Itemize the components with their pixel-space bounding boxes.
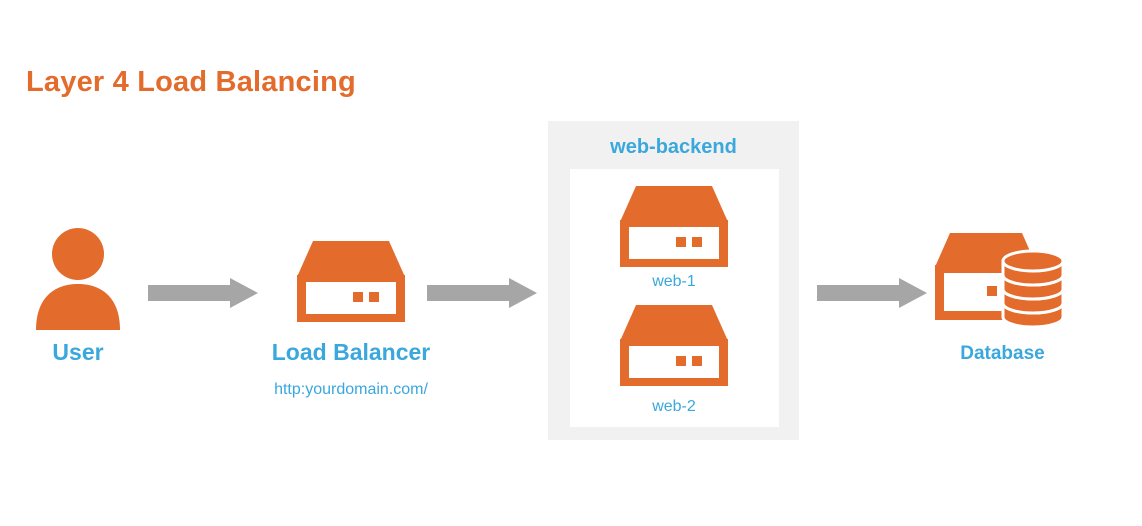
arrow-right-icon: [148, 278, 258, 308]
server-icon: [620, 186, 728, 267]
diagram-title: Layer 4 Load Balancing: [26, 66, 356, 98]
arrow-right-icon: [817, 278, 927, 308]
server-label-web-1: web-1: [652, 273, 696, 290]
user-label: User: [52, 339, 104, 365]
load-balancer-label: Load Balancer: [271, 339, 431, 365]
server-label-web-2: web-2: [652, 398, 696, 415]
backend-title: web-backend: [610, 136, 737, 158]
load-balancer-url: http:yourdomain.com/: [274, 381, 428, 398]
server-icon: [620, 305, 728, 386]
server-icon: [297, 241, 405, 322]
user-icon: [36, 228, 120, 330]
arrow-right-icon: [427, 278, 537, 308]
database-label: Database: [960, 343, 1045, 364]
database-server-icon: [935, 233, 1065, 329]
